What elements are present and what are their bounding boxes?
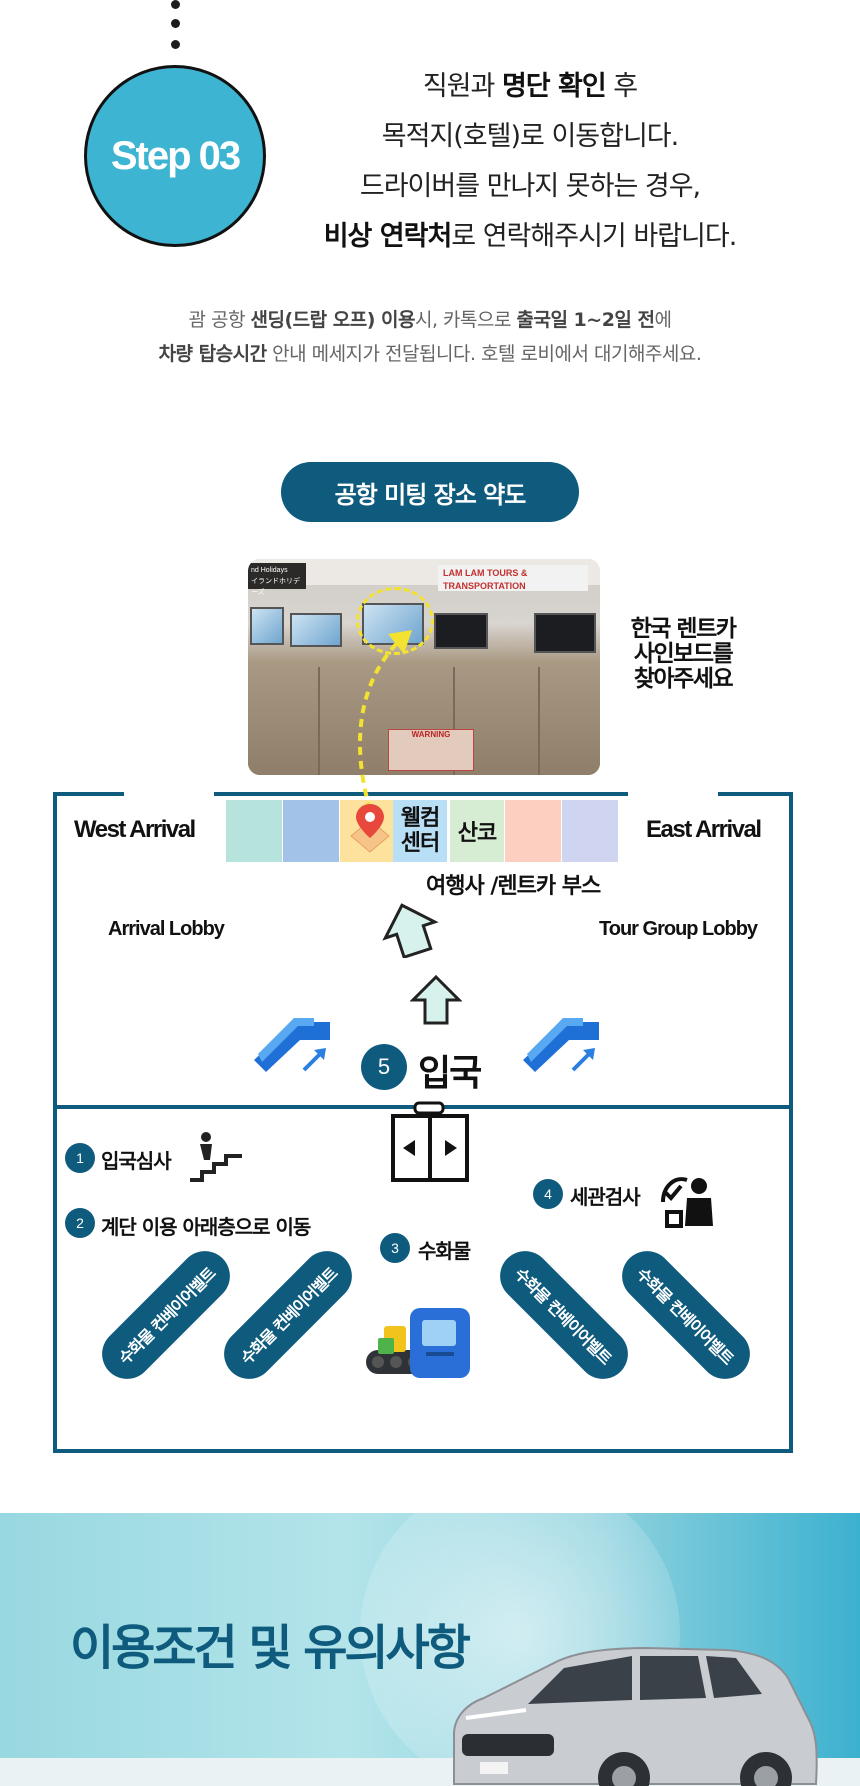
map-title: 공항 미팅 장소 약도 — [334, 480, 527, 509]
text: 안내 메세지가 전달됩니다. 호텔 로비에서 대기해주세요. — [266, 343, 702, 365]
text: LAM LAM TOURS & TRANSPORTATION — [443, 568, 528, 591]
step-2-label: 계단 이용 아래층으로 이동 — [101, 1215, 311, 1239]
escalator-icon — [523, 1018, 599, 1072]
tour-group-lobby-label: Tour Group Lobby — [599, 918, 758, 940]
airport-counter-photo: nd Holidays イランドホリデーズ LAM LAM TOURS & TR… — [248, 559, 600, 775]
photo-sign-right: LAM LAM TOURS & TRANSPORTATION — [438, 565, 588, 591]
photo-screen — [250, 607, 284, 645]
location-pin-icon — [350, 804, 390, 853]
text: 한국 렌트카 — [630, 616, 737, 642]
counter-segment — [538, 667, 540, 775]
text-bold: 명단 확인 — [501, 71, 607, 102]
up-arrow-icon — [410, 974, 462, 1025]
route-arrowhead — [388, 630, 412, 654]
step-5-number: 5 — [361, 1044, 407, 1090]
text-bold: 샌딩(드랍 오프) 이용 — [250, 309, 416, 331]
step-line-4: 비상 연락처로 연락해주시기 바랍니다. — [285, 212, 775, 262]
step-line-2: 목적지(호텔)로 이동합니다. — [381, 121, 679, 152]
map-frame-gap — [628, 786, 718, 800]
diagonal-arrow-icon — [382, 903, 439, 958]
text: 직원과 — [422, 71, 502, 102]
booth-label: 여행사 /렌트카 부스 — [426, 874, 601, 899]
photo-warning-sign: WARNING — [388, 729, 474, 771]
step-1-number: 1 — [65, 1143, 95, 1173]
counter-segment — [453, 667, 455, 775]
route-overlay — [358, 630, 412, 811]
terms-banner: 이용조건 및 유의사항 — [0, 1513, 860, 1786]
stairs-person-icon — [190, 1132, 242, 1182]
counter-band — [283, 800, 339, 862]
sign-callout: 한국 렌트카 사인보드를 찾아주세요 — [618, 617, 748, 692]
welcome-center-booth: 웰컴 센터 — [393, 800, 447, 862]
text: 후 — [605, 71, 638, 102]
sanko-booth: 산코 — [450, 800, 504, 862]
text: 웰컴 — [400, 806, 440, 831]
step-1-label: 입국심사 — [101, 1149, 172, 1173]
map-frame-gap — [124, 786, 214, 800]
banner-title: 이용조건 및 유의사항 — [70, 1620, 471, 1676]
counter-band — [505, 800, 561, 862]
elevator-icon — [391, 1101, 469, 1182]
text: イランドホリデーズ — [251, 578, 300, 596]
note-line-1: 괌 공항 샌딩(드랍 오프) 이용시, 카톡으로 출국일 1~2일 전에 — [60, 303, 800, 337]
east-arrival-label: East Arrival — [646, 816, 762, 843]
timeline-dot — [171, 40, 180, 49]
photo-screen — [290, 613, 342, 647]
escalator-icon — [254, 1018, 330, 1072]
minivan-image — [453, 1646, 818, 1786]
counter-band — [226, 800, 282, 862]
sending-note: 괌 공항 샌딩(드랍 오프) 이용시, 카톡으로 출국일 1~2일 전에 차량 … — [60, 303, 800, 371]
terminal-map — [53, 792, 793, 1453]
text-bold: 차량 탑승시간 — [158, 343, 268, 365]
map-title-pill: 공항 미팅 장소 약도 — [281, 462, 579, 522]
step-5-label: 입국 — [418, 1053, 482, 1094]
step-line-3: 드라이버를 만나지 못하는 경우, — [359, 171, 701, 202]
baggage-icon — [366, 1308, 470, 1378]
step-4-label: 세관검사 — [570, 1185, 641, 1209]
text: 시, 카톡으로 — [414, 309, 517, 331]
customs-check-icon — [661, 1177, 713, 1228]
text: 사인보드를 — [633, 641, 734, 667]
photo-screen — [434, 613, 488, 649]
text: WARNING — [411, 730, 451, 739]
step-label: Step 03 — [110, 133, 241, 178]
arrival-lobby-label: Arrival Lobby — [108, 918, 225, 940]
text: nd Holidays — [251, 567, 288, 574]
text: 로 연락해주시기 바랍니다. — [451, 221, 737, 252]
note-line-2: 차량 탑승시간 안내 메세지가 전달됩니다. 호텔 로비에서 대기해주세요. — [60, 337, 800, 371]
dashed-route-arrow — [358, 638, 402, 811]
step-3-number: 3 — [380, 1233, 410, 1263]
step-description: 직원과 명단 확인 후 목적지(호텔)로 이동합니다. 드라이버를 만나지 못하… — [285, 62, 775, 262]
highlight-circle — [356, 587, 434, 655]
text: 괌 공항 — [188, 309, 251, 331]
west-arrival-label: West Arrival — [74, 816, 196, 843]
photo-screen — [534, 613, 596, 653]
photo-sign-left: nd Holidays イランドホリデーズ — [248, 563, 306, 596]
counter-band — [562, 800, 618, 862]
counter-segment — [318, 667, 320, 775]
step-2-number: 2 — [65, 1208, 95, 1238]
text: 센터 — [400, 831, 440, 856]
step-badge: Step 03 — [84, 65, 266, 247]
text: 산코 — [457, 821, 497, 846]
timeline-dot — [171, 0, 180, 9]
step-3-label: 수화물 — [418, 1239, 471, 1263]
text: 에 — [654, 309, 672, 331]
timeline-dot — [171, 19, 180, 28]
step-line-1: 직원과 명단 확인 후 — [285, 62, 775, 112]
step-4-number: 4 — [533, 1179, 563, 1209]
text: 찾아주세요 — [633, 666, 734, 692]
text-bold: 비상 연락처 — [323, 221, 453, 252]
text-bold: 출국일 1~2일 전 — [516, 309, 656, 331]
